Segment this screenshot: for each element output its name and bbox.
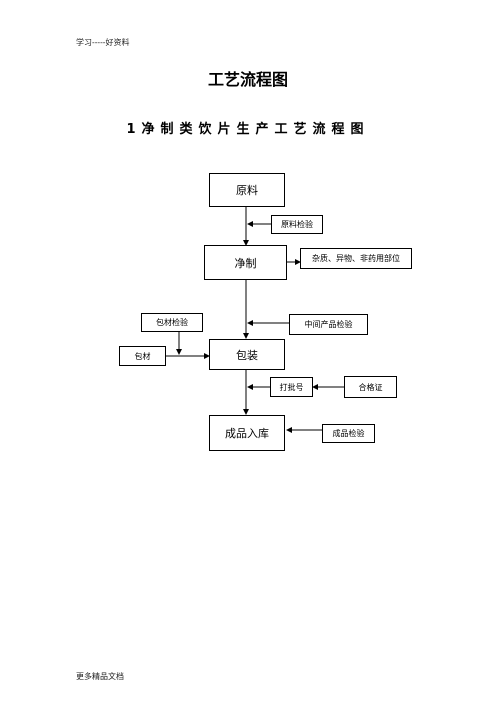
page-header: 学习-----好资料 xyxy=(76,38,130,47)
packaging-material: 包材 xyxy=(119,346,166,366)
step-cleaning: 净制 xyxy=(204,245,287,280)
flowchart-subtitle: 1净制类饮片生产工艺流程图 xyxy=(126,122,370,137)
packaging-material-inspection: 包材检验 xyxy=(141,313,203,332)
intermediate-product-inspection: 中间产品检验 xyxy=(289,314,368,335)
page-footer: 更多精品文档 xyxy=(76,672,124,681)
step-finished-storage: 成品入库 xyxy=(209,415,285,451)
impurities-output: 杂质、异物、非药用部位 xyxy=(300,248,412,269)
document-title: 工艺流程图 xyxy=(207,70,288,89)
step-packaging: 包装 xyxy=(209,339,285,370)
step-raw-material: 原料 xyxy=(209,173,285,207)
finished-product-inspection: 成品检验 xyxy=(322,424,375,443)
batch-number: 打批号 xyxy=(270,377,313,397)
raw-material-inspection: 原料检验 xyxy=(271,215,323,234)
certificate-of-conformity: 合格证 xyxy=(344,376,397,398)
